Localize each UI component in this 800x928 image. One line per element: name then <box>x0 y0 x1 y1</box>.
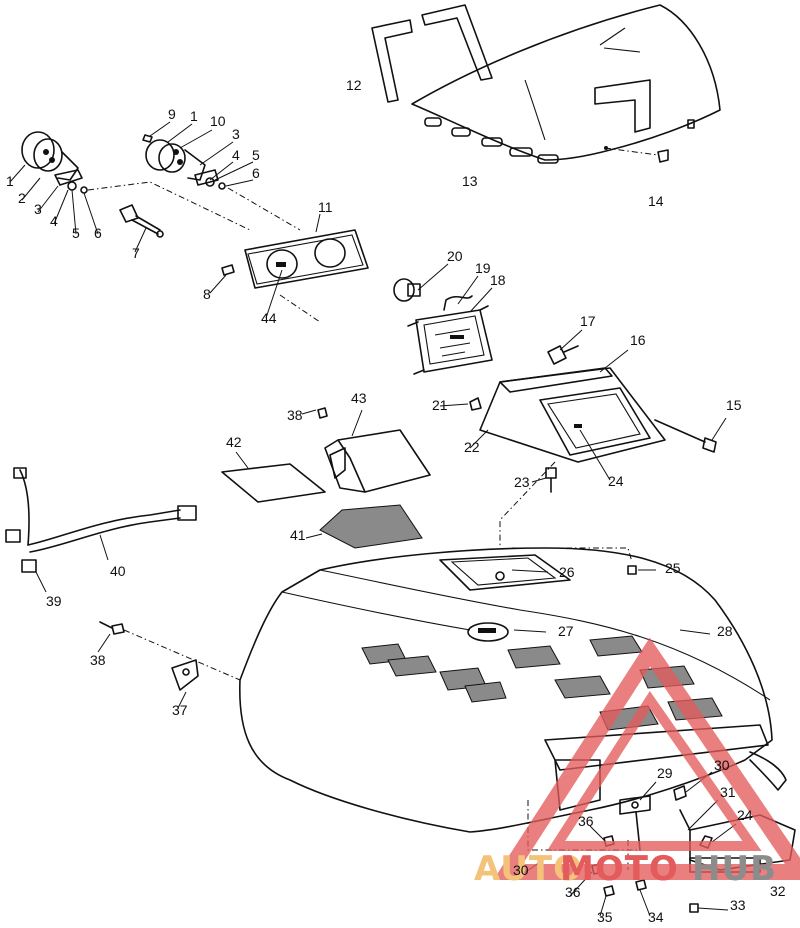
callout-label: 3 <box>232 126 240 142</box>
callout-label: 14 <box>648 193 664 209</box>
headlight-assembly <box>393 263 493 375</box>
callout-label: 29 <box>657 765 673 781</box>
callout-label: 6 <box>252 165 260 181</box>
watermark-text-auto: AUTO <box>474 849 583 889</box>
callout-label: 30 <box>513 862 529 878</box>
callout-label: 38 <box>287 407 303 423</box>
hood-assembly <box>238 547 787 833</box>
callout-label: 35 <box>597 909 613 925</box>
callout-label: 42 <box>226 434 242 450</box>
callout-label: 17 <box>580 313 596 329</box>
callout-label: 25 <box>665 560 681 576</box>
callout-label: 8 <box>203 286 211 302</box>
callout-label: 13 <box>462 173 478 189</box>
callout-label: 11 <box>318 199 333 215</box>
callout-label: 24 <box>737 807 753 823</box>
callout-label: 37 <box>172 702 188 718</box>
instrument-panel <box>209 213 369 323</box>
callout-label: 30 <box>714 757 730 773</box>
callout-label: 5 <box>252 147 260 163</box>
callout-label: 4 <box>232 147 240 163</box>
callout-label: 9 <box>168 106 176 122</box>
callout-label: 27 <box>558 623 574 639</box>
callout-label: 34 <box>648 909 664 925</box>
callout-label: 22 <box>464 439 480 455</box>
callout-label: 20 <box>447 248 463 264</box>
watermark-text-moto: MOTO <box>560 849 679 889</box>
callout-label: 43 <box>351 390 367 406</box>
callout-label: 4 <box>50 213 58 229</box>
callout-label: 1 <box>190 108 198 124</box>
callout-label: 32 <box>770 883 786 899</box>
callout-label: 12 <box>346 77 362 93</box>
bolt-15 <box>654 417 727 453</box>
windshield-assembly <box>371 4 721 164</box>
callout-label: 26 <box>559 564 575 580</box>
callout-label: 15 <box>726 397 742 413</box>
screw-17 <box>547 329 583 365</box>
callout-label: 36 <box>565 884 581 900</box>
headlight-housing <box>439 349 666 481</box>
watermark-text-hub: HUB <box>692 849 777 889</box>
callout-label: 23 <box>514 474 530 490</box>
callout-label: 38 <box>90 652 106 668</box>
callout-label: 44 <box>261 310 277 326</box>
callout-label: 31 <box>720 784 736 800</box>
callout-label: 1 <box>6 173 14 189</box>
mount-pads <box>221 407 431 549</box>
callout-label: 16 <box>630 332 646 348</box>
right-gauge-assembly <box>142 121 301 231</box>
bolt-23 <box>499 461 557 548</box>
automotohub-watermark: AUTO MOTO HUB <box>474 637 800 889</box>
callout-label: 24 <box>608 473 624 489</box>
callout-label: 10 <box>210 113 226 129</box>
callout-label: 41 <box>290 527 306 543</box>
callout-label: 39 <box>46 593 62 609</box>
callout-label: 28 <box>717 623 733 639</box>
callout-label: 3 <box>34 201 42 217</box>
callout-label: 2 <box>18 190 26 206</box>
callout-label: 6 <box>94 225 102 241</box>
callout-label: 7 <box>132 245 140 261</box>
callout-label: 21 <box>432 397 448 413</box>
callout-label: 19 <box>475 260 491 276</box>
side-bracket <box>97 621 241 709</box>
callout-label: 36 <box>578 813 594 829</box>
left-gauge-assembly <box>9 131 251 235</box>
cable-7 <box>119 204 164 253</box>
callout-label: 33 <box>730 897 746 913</box>
callout-label: 40 <box>110 563 126 579</box>
callout-label: 18 <box>490 272 506 288</box>
wiring-harness <box>5 467 197 593</box>
callout-label: 5 <box>72 225 80 241</box>
